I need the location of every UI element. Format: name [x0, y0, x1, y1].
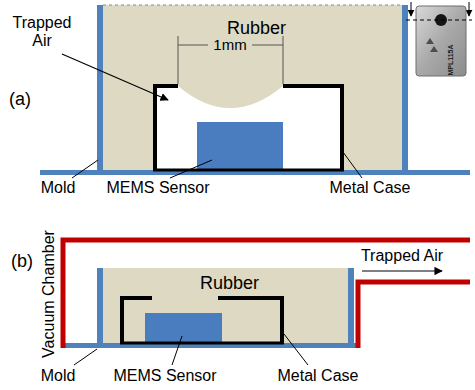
leader-line: [343, 152, 362, 178]
chip-marking: MPL115A: [447, 44, 455, 75]
section-line: [406, 20, 472, 21]
dimension-line: [252, 45, 283, 46]
part-label: Metal Case: [330, 179, 411, 197]
region-label: Rubber: [103, 19, 410, 39]
dimension-tick: [283, 36, 284, 84]
metal-case: [122, 298, 282, 343]
mems-sensor: [197, 122, 283, 170]
mold-wall: [97, 268, 103, 348]
metal-case: [155, 86, 342, 170]
part-label: Trapped Air: [361, 247, 443, 265]
panel-a-drawing: [40, 5, 470, 178]
leader-line: [72, 160, 98, 178]
leader-line: [284, 334, 308, 365]
part-label: MEMS Sensor: [113, 367, 216, 385]
flow-arrow: [362, 270, 442, 271]
section-arrow: [469, 2, 470, 16]
region-label: Rubber: [103, 274, 356, 294]
rubber-dome: [178, 86, 283, 108]
case-base: [153, 169, 344, 172]
part-label: Mold: [41, 179, 76, 197]
panel-letter: (b): [11, 252, 33, 272]
panel-b-drawing: [63, 240, 470, 365]
panel-letter: (a): [9, 90, 31, 110]
dimension-line: [178, 45, 208, 46]
part-label: Vacuum Chamber: [40, 230, 58, 358]
chip-body: [416, 6, 466, 76]
leader-line: [74, 349, 97, 365]
chip-logo: [426, 38, 438, 52]
mold-wall: [402, 5, 408, 175]
mold-wall: [348, 268, 354, 348]
leader-line: [62, 54, 168, 100]
dimension-tick: [178, 36, 179, 84]
part-label: Mold: [41, 367, 76, 385]
rubber-top: [103, 5, 402, 6]
vacuum-chamber: [358, 282, 470, 348]
vacuum-chamber: [63, 240, 470, 348]
mold-wall: [97, 5, 103, 175]
leader-line: [170, 160, 212, 178]
section-arrow: [411, 2, 412, 16]
case-base: [120, 342, 284, 345]
mold-base: [63, 343, 359, 348]
leader-line: [172, 336, 182, 365]
part-label: MEMS Sensor: [106, 179, 209, 197]
dimension-label: 1mm: [213, 37, 246, 54]
mems-sensor: [145, 313, 222, 343]
rubber-region: Rubber: [103, 268, 356, 343]
rubber-region: Rubber: [103, 5, 410, 170]
part-label: Metal Case: [278, 367, 359, 385]
chip-photo: [406, 2, 472, 76]
trapped-air: [155, 86, 342, 170]
part-label: Trapped Air: [6, 14, 78, 49]
